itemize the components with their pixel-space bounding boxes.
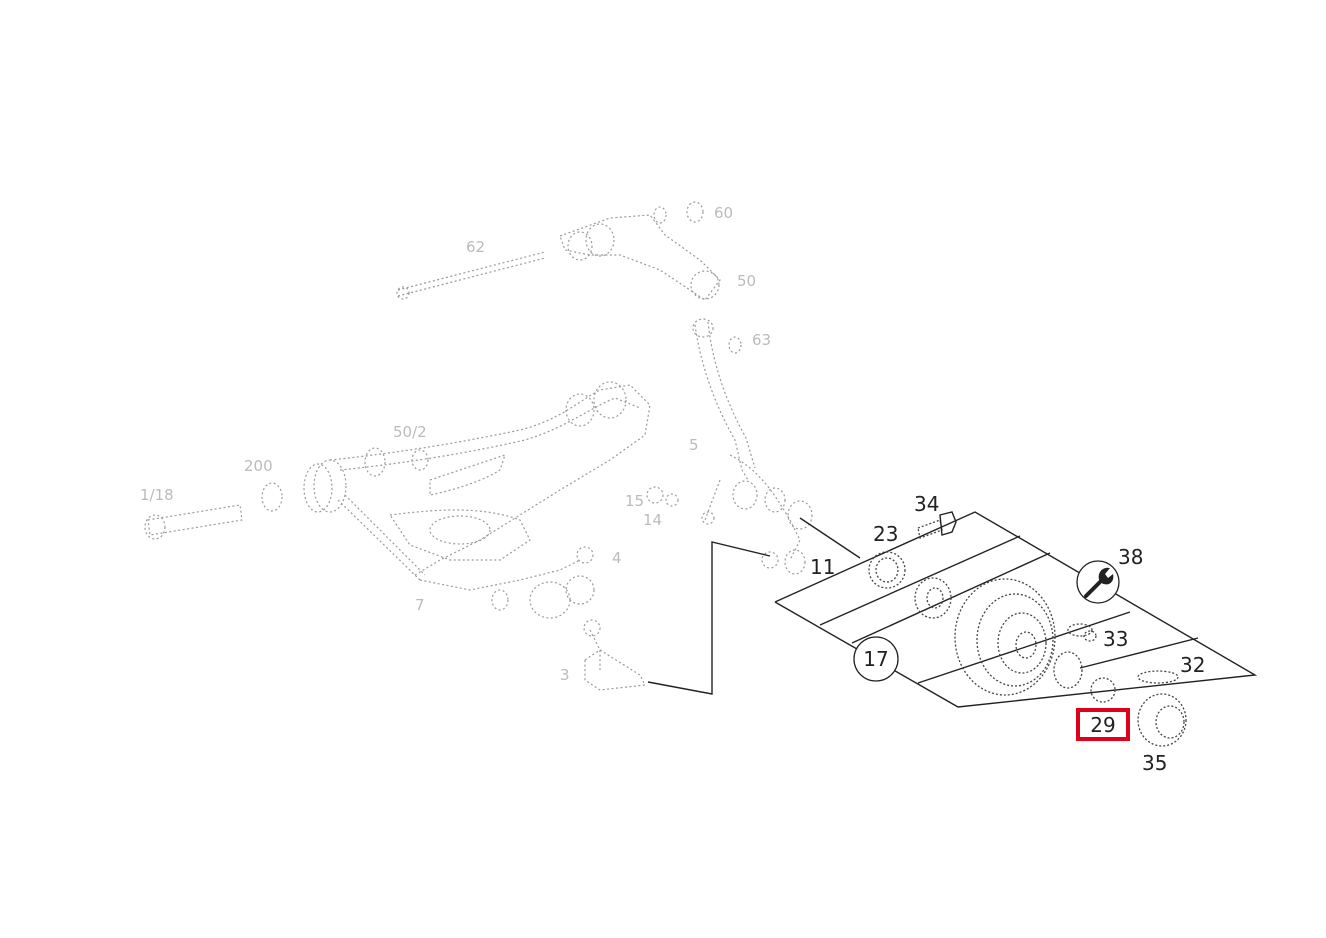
faded-label-63[interactable]: 63 <box>752 331 771 349</box>
part-bearing <box>914 577 952 619</box>
faded-label-4[interactable]: 4 <box>612 549 622 567</box>
label-34[interactable]: 34 <box>914 492 939 516</box>
faded-label-1-18[interactable]: 1/18 <box>140 486 174 504</box>
part-32-pin <box>1137 670 1179 684</box>
part-35-cap <box>1137 693 1187 747</box>
label-29-highlight[interactable]: 29 <box>1076 708 1130 741</box>
faded-label-7[interactable]: 7 <box>415 596 425 614</box>
label-38[interactable]: 38 <box>1118 545 1143 569</box>
label-35[interactable]: 35 <box>1142 751 1167 775</box>
label-33[interactable]: 33 <box>1103 627 1128 651</box>
leader-lines <box>647 517 861 695</box>
part-34-bolt <box>917 511 957 539</box>
background-assembly <box>144 201 813 691</box>
hub-parts <box>868 511 1187 747</box>
part-23-seal <box>868 551 906 589</box>
faded-labels: 62 60 50 63 50/2 200 1/18 5 15 14 4 7 3 <box>140 204 771 684</box>
faded-label-60[interactable]: 60 <box>714 204 733 222</box>
faded-label-50-2[interactable]: 50/2 <box>393 423 427 441</box>
part-brake-disc <box>954 578 1056 696</box>
faded-label-3[interactable]: 3 <box>560 666 570 684</box>
callout-17[interactable]: 17 <box>853 636 899 682</box>
label-29: 29 <box>1090 713 1115 737</box>
wrench-icon <box>1084 567 1114 598</box>
hub-assembly-frame <box>774 511 1258 708</box>
faded-label-200[interactable]: 200 <box>244 457 273 475</box>
label-11[interactable]: 11 <box>810 555 835 579</box>
callout-17-label: 17 <box>863 647 888 671</box>
part-nut <box>1053 651 1116 703</box>
part-33-bolt <box>1067 623 1097 642</box>
label-32[interactable]: 32 <box>1180 653 1205 677</box>
faded-label-62[interactable]: 62 <box>466 238 485 256</box>
callout-38[interactable] <box>1076 560 1120 604</box>
faded-label-5[interactable]: 5 <box>689 436 699 454</box>
hub-labels: 23 34 38 33 32 35 11 <box>810 492 1205 775</box>
faded-label-14[interactable]: 14 <box>643 511 662 529</box>
faded-label-50[interactable]: 50 <box>737 272 756 290</box>
label-23[interactable]: 23 <box>873 522 898 546</box>
faded-label-15[interactable]: 15 <box>625 492 644 510</box>
